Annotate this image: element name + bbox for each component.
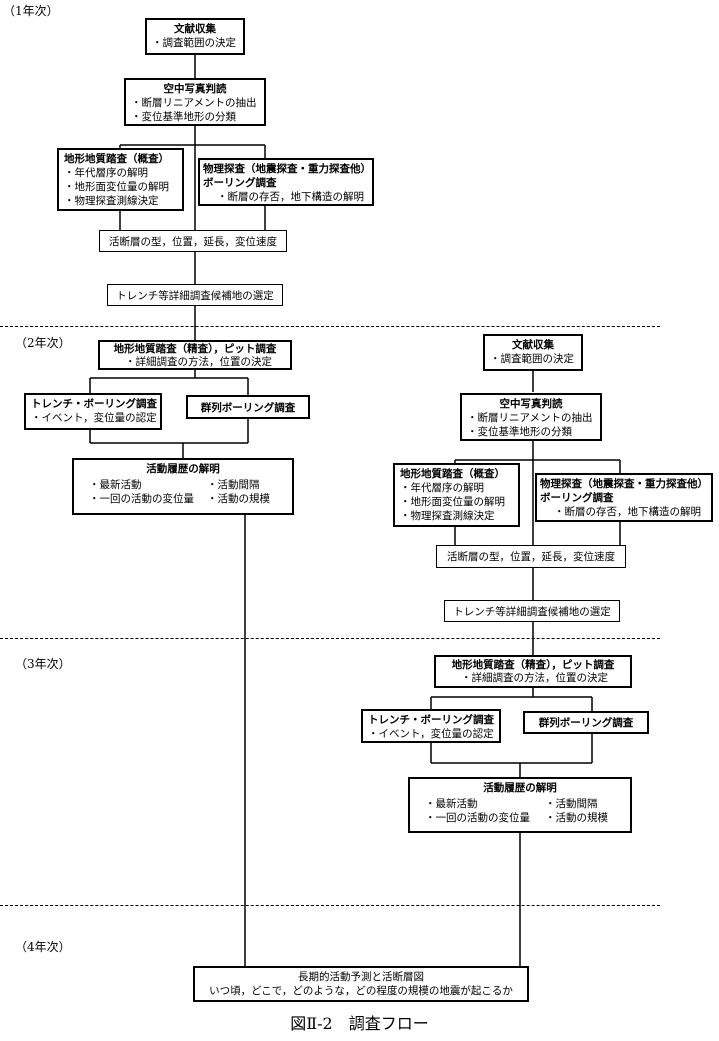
box-title: 空中写真判読	[499, 398, 563, 410]
box-item: ・年代層序の解明	[400, 482, 484, 494]
geophysical-survey-box: 物理探査（地震探査・重力探査他） ボーリング調査 ・断層の存否，地下構造の解明	[198, 158, 374, 206]
box-title: ボーリング調査	[540, 492, 614, 504]
box-item: ・活動間隔	[545, 798, 598, 810]
box-title: 地形地質踏査（精査），ピット調査	[451, 659, 615, 671]
box-item-row: ・一回の活動の変位量 ・活動の規模	[415, 811, 625, 825]
box-item: ・変位基準地形の分類	[131, 111, 236, 123]
box-title: 文献収集	[174, 23, 216, 35]
box-title: 群列ボーリング調査	[538, 717, 634, 729]
literature-survey-box: 文献収集 ・調査範囲の決定	[483, 334, 583, 371]
box-title: 地形地質踏査（精査），ピット調査	[113, 343, 277, 355]
reconnaissance-survey-box: 地形地質踏査（概査） ・年代層序の解明 ・地形面変位量の解明 ・物理探査測線決定	[57, 148, 184, 211]
box-item: ・詳細調査の方法，位置の決定	[125, 356, 272, 368]
box-item: ・活動の規模	[207, 493, 270, 505]
box-item: ・地形面変位量の解明	[400, 496, 505, 508]
year-label-1: （1年次）	[3, 4, 59, 18]
box-item: ・年代層序の解明	[64, 167, 148, 179]
box-item: ・詳細調査の方法，位置の決定	[461, 672, 608, 684]
box-item: ・活動間隔	[207, 479, 260, 491]
active-fault-box: 活断層の型，位置，延長，変位速度	[99, 230, 287, 252]
box-title: 長期的活動予測と活断層図	[298, 971, 424, 983]
box-item: ・断層の存否，地下構造の解明	[554, 506, 701, 518]
box-item: ・断層リニアメントの抽出	[467, 412, 593, 424]
year-label-3: （3年次）	[15, 657, 71, 671]
trench-site-selection-box: トレンチ等詳細調査候補地の選定	[444, 600, 620, 622]
year-label-2: （2年次）	[15, 336, 71, 350]
box-item: いつ頃，どこで，どのような，どの程度の規模の地震が起こるか	[209, 985, 513, 997]
box-item: ・断層リニアメントの抽出	[131, 97, 257, 109]
box-title: 空中写真判読	[163, 83, 227, 95]
box-item: ・一回の活動の変位量	[425, 812, 530, 824]
long-term-forecast-box: 長期的活動予測と活断層図 いつ頃，どこで，どのような，どの程度の規模の地震が起こ…	[193, 966, 529, 1002]
box-title: 物理探査（地震探査・重力探査他）	[540, 478, 708, 490]
year-divider	[0, 905, 660, 906]
box-item: ・地形面変位量の解明	[64, 181, 169, 193]
box-item-row: ・最新活動 ・活動間隔	[79, 478, 287, 492]
activity-history-box: 活動履歴の解明 ・最新活動 ・活動間隔 ・一回の活動の変位量 ・活動の規模	[408, 777, 632, 833]
active-fault-box: 活断層の型，位置，延長，変位速度	[436, 545, 626, 568]
box-item: ・最新活動	[425, 798, 478, 810]
box-item: ・物理探査測線決定	[400, 510, 495, 522]
geophysical-survey-box: 物理探査（地震探査・重力探査他） ボーリング調査 ・断層の存否，地下構造の解明	[535, 473, 713, 522]
detailed-survey-box: 地形地質踏査（精査），ピット調査 ・詳細調査の方法，位置の決定	[98, 340, 292, 370]
box-item: ・物理探査測線決定	[64, 195, 159, 207]
aerial-photo-box: 空中写真判読 ・断層リニアメントの抽出 ・変位基準地形の分類	[460, 393, 602, 441]
box-title: 文献収集	[512, 339, 554, 351]
trench-boring-box: トレンチ・ボーリング調査 ・イベント，変位量の認定	[24, 393, 162, 430]
box-title: ボーリング調査	[203, 177, 277, 189]
box-item: ・イベント，変位量の認定	[368, 728, 494, 740]
box-item: ・調査範囲の決定	[152, 37, 236, 49]
literature-survey-box: 文献収集 ・調査範囲の決定	[145, 18, 245, 55]
box-title: 活動履歴の解明	[146, 463, 220, 475]
box-title: 活動履歴の解明	[483, 782, 557, 794]
box-title: 地形地質踏査（概査）	[400, 468, 505, 480]
box-item-row: ・一回の活動の変位量 ・活動の規模	[79, 492, 287, 506]
box-item: ・最新活動	[89, 479, 142, 491]
year-divider	[0, 326, 660, 327]
box-title: 物理探査（地震探査・重力探査他）	[203, 163, 371, 175]
array-boring-box: 群列ボーリング調査	[523, 711, 649, 734]
box-title: 群列ボーリング調査	[200, 402, 296, 414]
box-item: ・一回の活動の変位量	[89, 493, 194, 505]
year-divider	[0, 638, 660, 639]
trench-site-selection-box: トレンチ等詳細調査候補地の選定	[107, 284, 283, 306]
box-item: ・活動の規模	[545, 812, 608, 824]
box-item: ・断層の存否，地下構造の解明	[217, 191, 364, 203]
box-item: ・調査範囲の決定	[490, 353, 574, 365]
box-title: トレンチ・ボーリング調査	[31, 398, 157, 410]
box-title: 地形地質踏査（概査）	[64, 153, 169, 165]
array-boring-box: 群列ボーリング調査	[186, 395, 310, 419]
activity-history-box: 活動履歴の解明 ・最新活動 ・活動間隔 ・一回の活動の変位量 ・活動の規模	[72, 458, 294, 515]
aerial-photo-box: 空中写真判読 ・断層リニアメントの抽出 ・変位基準地形の分類	[124, 78, 266, 126]
box-item-row: ・最新活動 ・活動間隔	[415, 797, 625, 811]
box-title: トレンチ・ボーリング調査	[368, 714, 494, 726]
trench-boring-box: トレンチ・ボーリング調査 ・イベント，変位量の認定	[361, 709, 501, 743]
detailed-survey-box: 地形地質踏査（精査），ピット調査 ・詳細調査の方法，位置の決定	[434, 655, 632, 688]
reconnaissance-survey-box: 地形地質踏査（概査） ・年代層序の解明 ・地形面変位量の解明 ・物理探査測線決定	[393, 463, 520, 527]
figure-caption: 図Ⅱ-2 調査フロー	[290, 1014, 429, 1033]
box-item: ・変位基準地形の分類	[467, 426, 572, 438]
year-label-4: （4年次）	[15, 940, 71, 954]
box-item: ・イベント，変位量の認定	[31, 412, 157, 424]
